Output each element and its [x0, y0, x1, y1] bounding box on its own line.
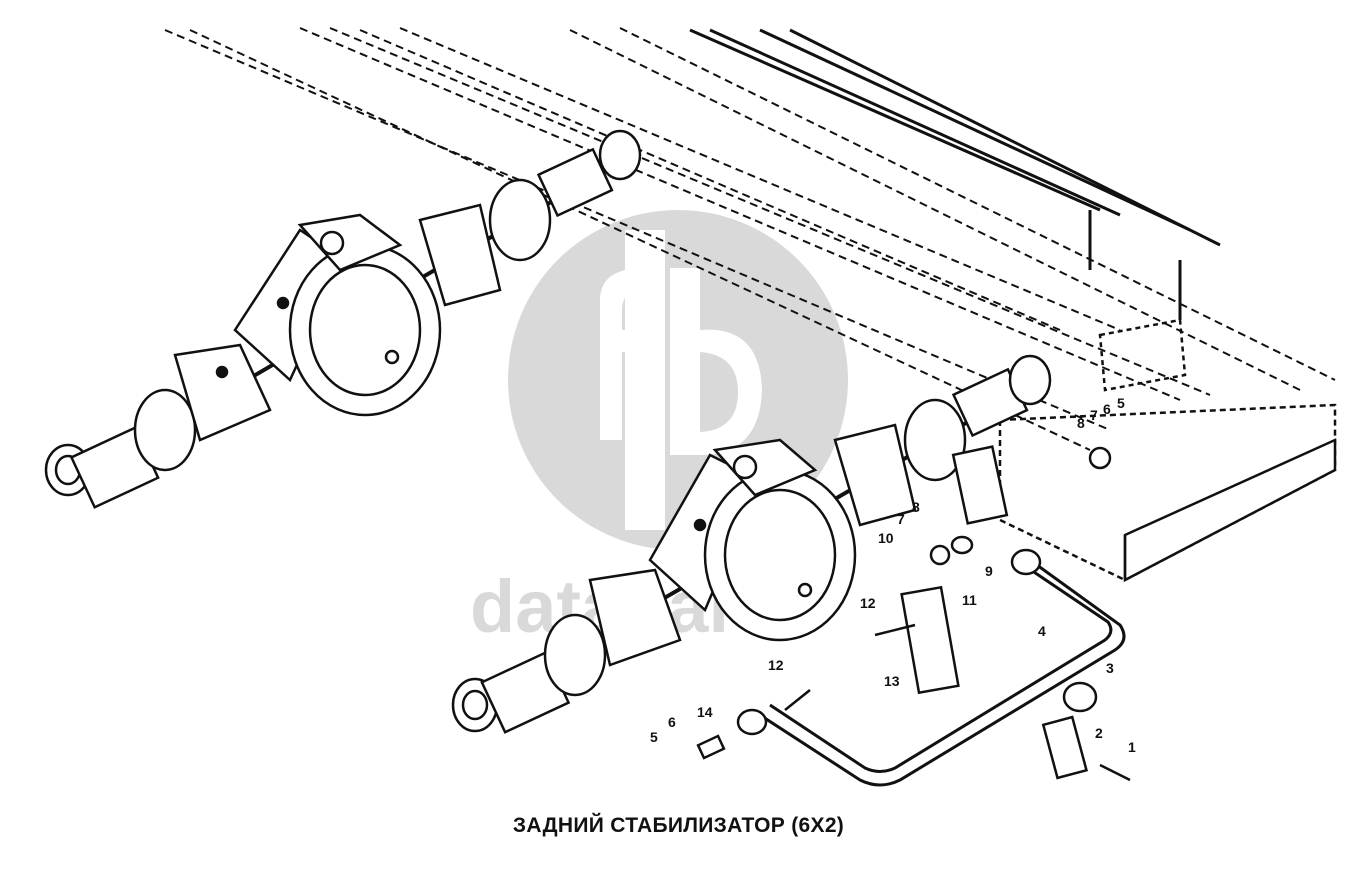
callout-7b: 7 — [1090, 407, 1098, 423]
callout-5b: 5 — [1117, 395, 1125, 411]
callout-14: 14 — [697, 704, 713, 720]
callout-labels: 1 2 3 4 5 6 7 8 8 7 6 5 9 10 11 12 12 13… — [650, 395, 1136, 755]
callout-12b: 12 — [768, 657, 784, 673]
front-drive-axle — [44, 129, 642, 509]
callout-3: 3 — [1106, 660, 1114, 676]
callout-10: 10 — [878, 530, 894, 546]
callout-2: 2 — [1095, 725, 1103, 741]
chassis-solid-rails — [689, 28, 1221, 320]
callout-1: 1 — [1128, 739, 1136, 755]
callout-6a: 6 — [668, 714, 676, 730]
callout-9: 9 — [985, 563, 993, 579]
chassis-frame-rails — [164, 27, 1336, 451]
callout-12a: 12 — [860, 595, 876, 611]
callout-8b: 8 — [1077, 415, 1085, 431]
rear-crossmember — [998, 318, 1337, 583]
callout-5a: 5 — [650, 729, 658, 745]
stabilizer-bar — [759, 558, 1126, 787]
callout-6b: 6 — [1103, 401, 1111, 417]
drawing-caption: ЗАДНИЙ СТАБИЛИЗАТОР (6X2) — [512, 814, 845, 837]
callout-4: 4 — [1038, 623, 1046, 639]
rear-axle — [451, 354, 1052, 734]
stabilizer-parts — [696, 445, 1131, 782]
callout-11: 11 — [962, 592, 977, 608]
callout-8a: 8 — [912, 499, 920, 515]
callout-13: 13 — [884, 673, 900, 689]
callout-7a: 7 — [897, 511, 905, 527]
